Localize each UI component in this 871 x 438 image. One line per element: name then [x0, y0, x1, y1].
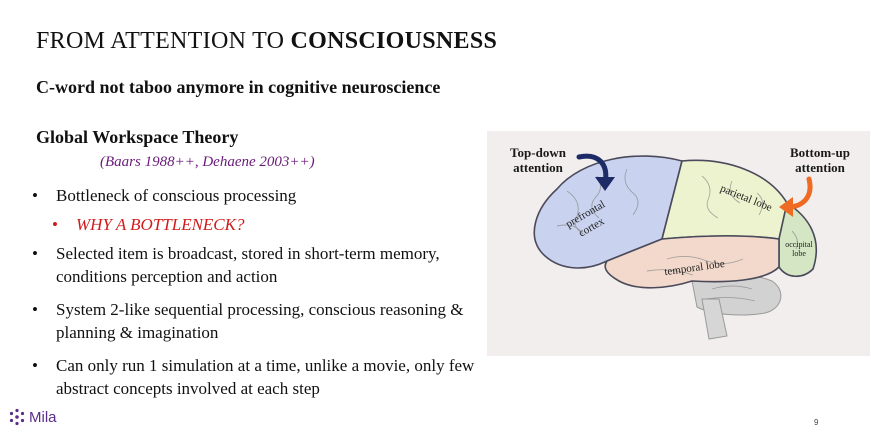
slide-title-emphasis: CONSCIOUSNESS — [290, 28, 498, 54]
brain-diagram: prefrontal cortex parietal lobe occipita… — [533, 153, 818, 340]
occipital-region — [778, 201, 818, 278]
bullet-text: Bottleneck of conscious processing — [56, 186, 297, 205]
temporal-region — [604, 235, 780, 289]
bullet-marker: • — [32, 244, 38, 263]
mila-logo: Mila — [8, 408, 57, 426]
top-down-arrowhead-icon — [595, 177, 615, 191]
bullet-text: Selected item is broadcast, stored in sh… — [56, 244, 440, 286]
occipital-label: occipital — [785, 240, 813, 249]
mila-logo-icon — [9, 408, 25, 426]
bullet-text: System 2-like sequential processing, con… — [56, 300, 464, 342]
bullet-marker: • — [32, 300, 38, 319]
bottom-up-arrowhead-icon — [779, 197, 793, 217]
brain-stem-region — [701, 298, 728, 340]
bottom-up-label: Bottom-up attention — [790, 145, 850, 175]
brain-figure: prefrontal cortex parietal lobe occipita… — [487, 131, 870, 356]
bullet-item-highlight: • WHY A BOTTLENECK? — [30, 213, 480, 236]
bullet-item: • Bottleneck of conscious processing — [30, 184, 480, 207]
bullet-marker: • — [32, 186, 38, 205]
citation: (Baars 1988++, Dehaene 2003++) — [100, 154, 315, 170]
bullet-item: • System 2-like sequential processing, co… — [30, 298, 480, 344]
top-down-label: Top-down attention — [510, 145, 566, 175]
bullet-item: • Can only run 1 simulation at a time, un… — [30, 354, 480, 400]
bullet-text: WHY A BOTTLENECK? — [76, 215, 245, 234]
bullet-text: Can only run 1 simulation at a time, unl… — [56, 356, 475, 398]
page-number: 9 — [814, 418, 819, 427]
prefrontal-region — [533, 155, 683, 269]
bullet-item: • Selected item is broadcast, stored in s… — [30, 242, 480, 288]
occipital-label-2: lobe — [792, 249, 806, 258]
bottom-up-arrow-icon — [788, 176, 813, 210]
mila-logo-text: Mila — [29, 408, 57, 426]
section-heading: Global Workspace Theory — [36, 127, 239, 147]
slide-title: FROM ATTENTION TO CONSCIOUSNESS — [36, 28, 497, 55]
slide-subtitle: C-word not taboo anymore in cognitive ne… — [36, 77, 441, 97]
slide-title-prefix: FROM ATTENTION TO — [36, 28, 291, 54]
bullet-list: • Bottleneck of conscious processing • WHY… — [30, 184, 480, 410]
sulci-texture — [556, 168, 798, 302]
bullet-marker: • — [32, 356, 38, 375]
bullet-marker: • — [52, 215, 58, 234]
